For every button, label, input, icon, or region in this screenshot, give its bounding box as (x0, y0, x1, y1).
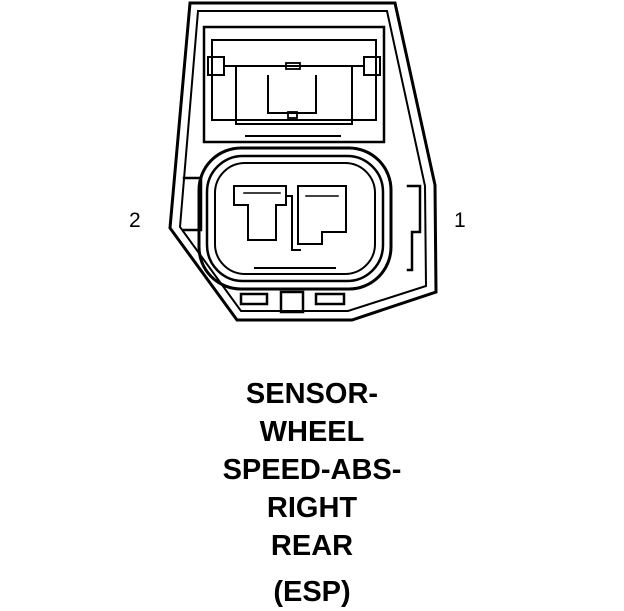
bottom-slot-center (279, 290, 305, 314)
pin-2-label: 2 (129, 209, 141, 232)
caption-line-6: (ESP) (273, 576, 351, 608)
mating-face-inner (214, 162, 376, 275)
polarity-key (285, 195, 301, 251)
caption-line-2: WHEEL (259, 416, 365, 448)
bottom-slot-left (239, 292, 269, 306)
terminal-cavity-2 (233, 185, 287, 241)
rib-right (406, 184, 422, 272)
latch-button (287, 111, 298, 119)
terminal-cavity-1 (297, 185, 347, 245)
connector-caption: SENSOR- WHEEL SPEED-ABS- RIGHT REAR (ESP… (0, 375, 624, 611)
rib-left (182, 176, 203, 232)
latch-step-right (363, 56, 381, 76)
latch-outer (202, 25, 386, 144)
caption-line-4: RIGHT (266, 492, 358, 524)
latch-tab (267, 75, 317, 114)
latch-nub (285, 62, 301, 70)
latch-step-left (207, 56, 225, 76)
caption-line-5: REAR (270, 530, 354, 562)
caption-line-1: SENSOR- (245, 378, 379, 410)
mating-face-seal (205, 154, 385, 283)
connector-housing-outer (168, 1, 438, 322)
connector-housing-inner (178, 10, 428, 312)
bottom-slot-right (314, 292, 346, 306)
latch-inner (211, 39, 377, 121)
mating-face-outer (197, 146, 393, 291)
latch-arm (235, 65, 353, 125)
pin-1-label: 1 (454, 209, 466, 232)
caption-line-3: SPEED-ABS- (222, 454, 402, 486)
